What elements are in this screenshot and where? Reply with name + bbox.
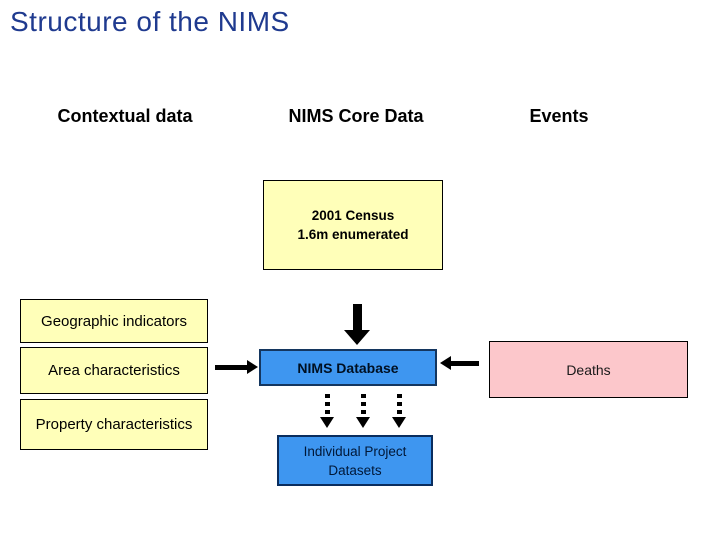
right-arrow-shaft	[215, 365, 248, 370]
column-header-contextual-data: Contextual data	[57, 106, 193, 126]
column-header-nims-core-data: NIMS Core Data	[288, 106, 424, 126]
dotted-arrow-head	[320, 417, 334, 428]
down-arrow-shaft	[353, 304, 362, 332]
right-arrow-head	[247, 360, 258, 374]
census-box-line1: 2001 Census	[311, 208, 395, 223]
census-box-line2: 1.6m enumerated	[297, 227, 409, 242]
dotted-arrow-shaft	[397, 394, 402, 418]
geographic-indicators-label: Geographic indicators	[41, 312, 187, 330]
nims-database-box: NIMS Database	[259, 349, 437, 386]
individual-project-datasets-box: Individual Project Datasets	[277, 435, 433, 486]
property-characteristics-box: Property characteristics	[20, 399, 208, 450]
individual-project-datasets-line1: Individual Project	[303, 443, 407, 459]
deaths-label: Deaths	[566, 361, 611, 378]
slide-title: Structure of the NIMS	[10, 6, 290, 37]
left-arrow-shaft	[450, 361, 479, 366]
census-box: 2001 Census 1.6m enumerated	[263, 180, 443, 270]
area-characteristics-box: Area characteristics	[20, 347, 208, 394]
individual-project-datasets-line2: Datasets	[328, 462, 382, 478]
column-header-events: Events	[529, 106, 589, 126]
property-characteristics-label: Property characteristics	[35, 416, 193, 433]
nims-database-label: NIMS Database	[297, 359, 399, 376]
down-arrow-head	[344, 330, 370, 345]
deaths-box: Deaths	[489, 341, 688, 398]
dotted-arrow-head	[356, 417, 370, 428]
dotted-arrow-shaft	[361, 394, 366, 418]
geographic-indicators-box: Geographic indicators	[20, 299, 208, 343]
left-arrow-head	[440, 356, 451, 370]
area-characteristics-label: Area characteristics	[48, 362, 180, 379]
dotted-arrow-shaft	[325, 394, 330, 418]
dotted-arrow-head	[392, 417, 406, 428]
